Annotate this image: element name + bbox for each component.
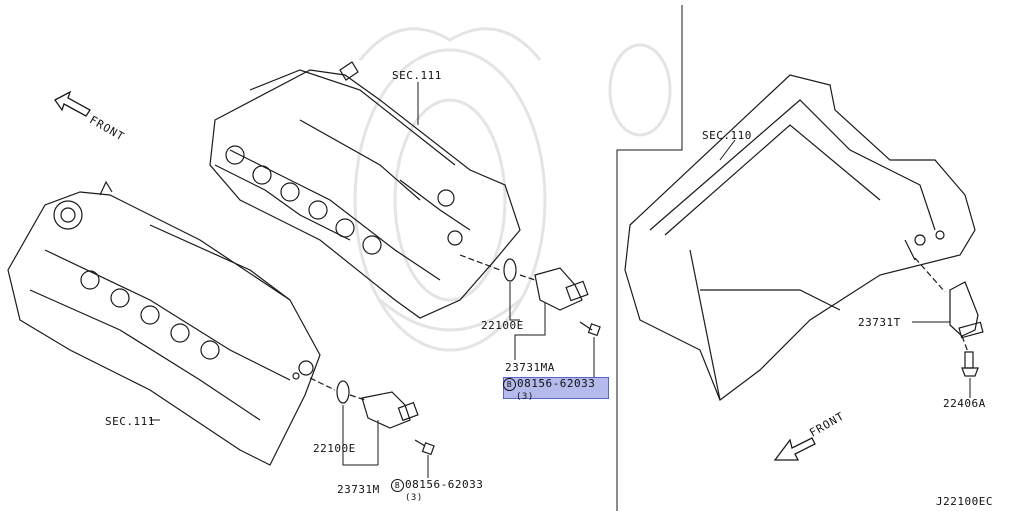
- part-23731ma[interactable]: 23731MA: [505, 361, 555, 374]
- cylinder-head-top: [209, 61, 521, 319]
- bottom-sensor-assembly: [309, 377, 435, 456]
- watermark-logo: [353, 27, 672, 352]
- bolt-top-qty: (3): [516, 392, 534, 402]
- label-sec111-top[interactable]: SEC.111: [392, 69, 442, 82]
- front-arrow-right: [773, 437, 816, 461]
- diagram-id: J22100EC: [936, 495, 993, 508]
- front-arrow-left: [54, 90, 91, 117]
- part-23731t[interactable]: 23731T: [858, 316, 901, 329]
- bolt-bottom-code-text: 08156-62033: [405, 478, 484, 491]
- label-sec111-left[interactable]: SEC.111: [105, 415, 155, 428]
- part-23731m[interactable]: 23731M: [337, 483, 380, 496]
- bolt-symbol-top: B: [503, 378, 516, 391]
- part-22100e-top[interactable]: 22100E: [481, 319, 524, 332]
- section-divider: [616, 5, 683, 511]
- oil-pan: [624, 74, 976, 401]
- crank-sensor-assembly: [914, 257, 984, 377]
- bolt-bottom-qty: (3): [405, 493, 423, 503]
- label-sec110[interactable]: SEC.110: [702, 129, 752, 142]
- top-sensor-assembly: [459, 254, 601, 337]
- cylinder-head-bottom: [7, 180, 321, 466]
- bolt-top-code-text: 08156-62033: [517, 377, 596, 390]
- part-22406a[interactable]: 22406A: [943, 397, 986, 410]
- leader-lines: [150, 82, 971, 478]
- part-22100e-bottom[interactable]: 22100E: [313, 442, 356, 455]
- bolt-symbol-bottom: B: [391, 479, 404, 492]
